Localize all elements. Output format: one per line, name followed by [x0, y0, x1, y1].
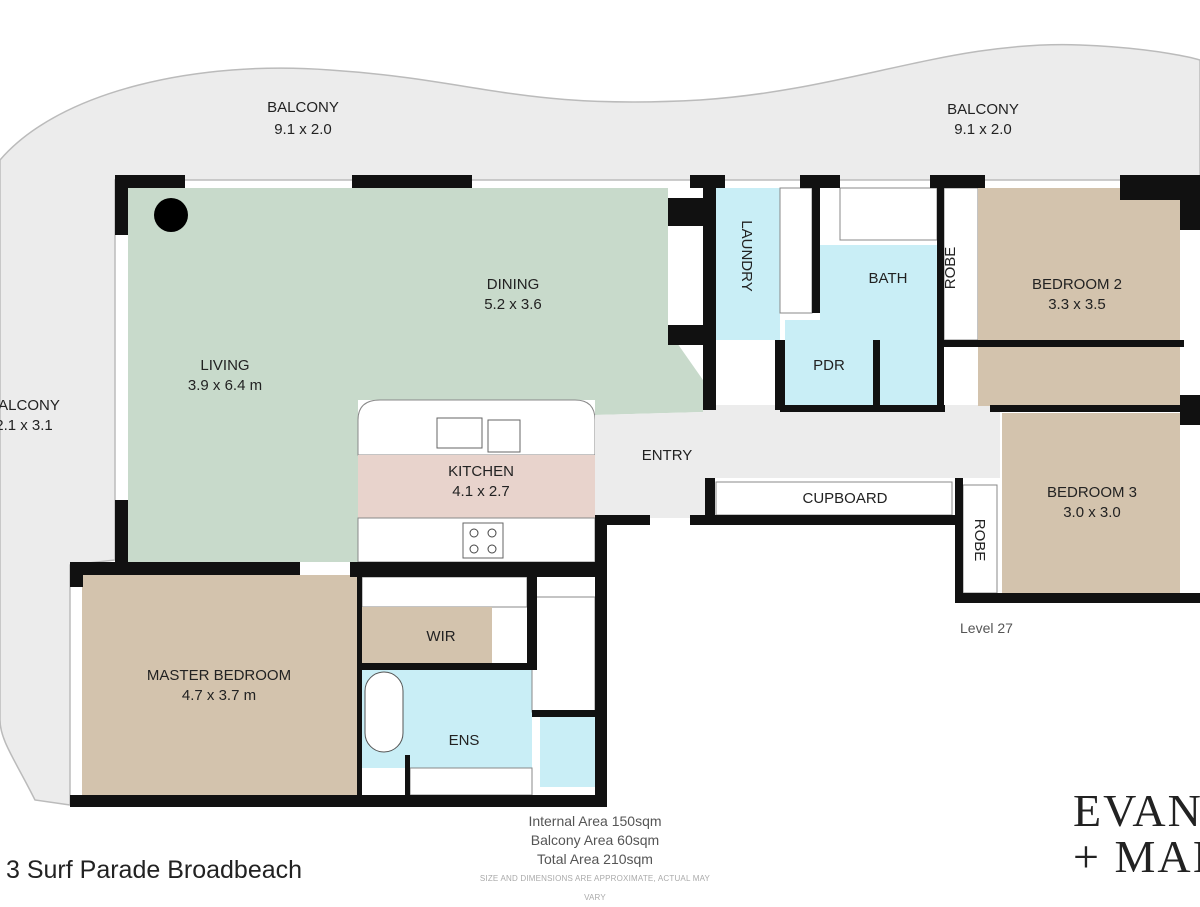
bedroom2-floor	[978, 188, 1180, 406]
label-pdr: PDR	[813, 357, 845, 374]
master-floor	[82, 575, 357, 795]
label-kitchen: KITCHEN	[448, 463, 514, 480]
logo-line1: EVAN	[1073, 785, 1200, 836]
size-balcony-left: 2.1 x 3.1	[0, 417, 53, 434]
pdr-floor	[785, 320, 873, 405]
size-kitchen: 4.1 x 2.7	[452, 483, 510, 500]
label-bedroom2: BEDROOM 2	[1032, 276, 1122, 293]
bedroom3-floor	[1002, 413, 1180, 593]
balcony-area	[0, 43, 1200, 806]
logo-line2: + MAI	[1073, 831, 1200, 882]
label-balcony-left: BALCONY	[0, 397, 60, 414]
size-living: 3.9 x 6.4 m	[188, 377, 262, 394]
size-bedroom2: 3.3 x 3.5	[1048, 296, 1106, 313]
internal-area: Internal Area 150sqm	[528, 813, 662, 829]
label-balcony-top-right: BALCONY	[947, 101, 1019, 118]
column	[154, 198, 188, 232]
laundry-floor	[716, 188, 780, 340]
kitchen-floor	[358, 455, 595, 518]
label-robe-1: ROBE	[942, 247, 959, 290]
entry-floor	[595, 345, 1000, 518]
living-dining-floor	[128, 188, 703, 562]
size-dining: 5.2 x 3.6	[484, 296, 542, 313]
label-bedroom3: BEDROOM 3	[1047, 484, 1137, 501]
area-summary: Internal Area 150sqm Balcony Area 60sqm …	[470, 812, 720, 907]
walls	[70, 175, 1200, 807]
robe-2	[962, 484, 998, 594]
balcony-area-text: Balcony Area 60sqm	[530, 832, 660, 848]
label-ens: ENS	[449, 732, 480, 749]
label-laundry: LAUNDRY	[738, 220, 755, 291]
label-robe-2: ROBE	[971, 519, 988, 562]
sink-icon	[436, 417, 483, 449]
size-master: 4.7 x 3.7 m	[182, 687, 256, 704]
cooktop-icon	[462, 522, 504, 559]
label-wir: WIR	[426, 628, 455, 645]
total-area: Total Area 210sqm	[537, 851, 653, 867]
label-living: LIVING	[200, 357, 249, 374]
level-label: Level 27	[960, 620, 1013, 636]
bathtub-icon	[364, 671, 404, 753]
label-cupboard: CUPBOARD	[802, 490, 887, 507]
brand-logo: EVAN + MAI	[1073, 788, 1200, 880]
wir-floor	[362, 607, 492, 663]
label-entry: ENTRY	[642, 447, 693, 464]
cupboard	[715, 481, 953, 516]
disclaimer: SIZE AND DIMENSIONS ARE APPROXIMATE, ACT…	[479, 874, 711, 902]
label-dining: DINING	[487, 276, 540, 293]
size-balcony-top-left: 9.1 x 2.0	[274, 121, 332, 138]
size-bedroom3: 3.0 x 3.0	[1063, 504, 1121, 521]
dishwasher-icon	[487, 419, 521, 453]
label-balcony-top-left: BALCONY	[267, 99, 339, 116]
label-bath: BATH	[869, 270, 908, 287]
size-balcony-top-right: 9.1 x 2.0	[954, 121, 1012, 138]
label-master: MASTER BEDROOM	[147, 667, 291, 684]
address: 3 Surf Parade Broadbeach	[6, 856, 303, 884]
